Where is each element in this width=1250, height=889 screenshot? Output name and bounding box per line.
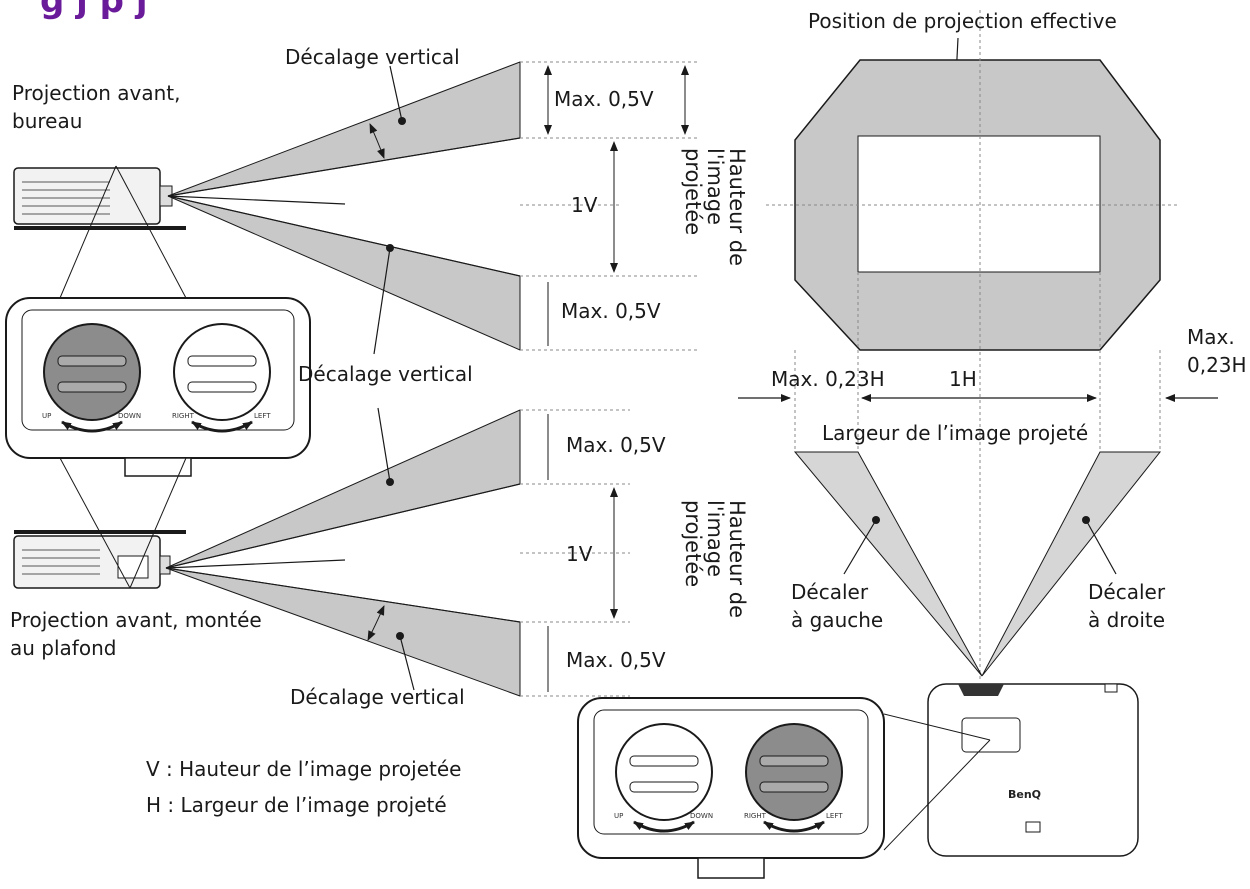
desk-projection-label-line1: Projection avant,	[12, 81, 180, 105]
svg-text:projetée: projetée	[681, 148, 705, 235]
horizontal-shift-knob-light[interactable]	[173, 323, 271, 421]
max-05v-label-2: Max. 0,5V	[561, 299, 661, 323]
image-width-label: Largeur de l’image projeté	[822, 421, 1088, 445]
vertical-shift-label-top: Décalage vertical	[285, 45, 460, 69]
image-frame-rect	[857, 135, 1101, 273]
legend-h: H : Largeur de l’image projeté	[146, 793, 447, 817]
desk-projection-group: Décalage vertical Projection avant, bure…	[12, 45, 749, 355]
desk-projector-icon	[13, 167, 186, 230]
svg-text:UP: UP	[42, 412, 51, 420]
svg-text:RIGHT: RIGHT	[172, 412, 195, 420]
shift-left-label-line2: à gauche	[791, 608, 883, 632]
ceiling-projector-icon	[13, 530, 186, 589]
max-05v-label-4: Max. 0,5V	[566, 648, 666, 672]
max-023h-left-label: Max. 0,23H	[771, 367, 885, 391]
upper-shift-beam	[167, 61, 521, 197]
max-05v-label-3: Max. 0,5V	[566, 433, 666, 457]
vertical-shift-label-bottom: Décalage vertical	[290, 685, 465, 709]
svg-text:Hauteur de: Hauteur de	[725, 500, 749, 618]
svg-text:DOWN: DOWN	[118, 412, 141, 420]
one-h-label: 1H	[949, 367, 977, 391]
vertical-shift-knob-dark[interactable]	[43, 323, 141, 421]
left-shift-beam	[793, 451, 983, 677]
svg-text:UP: UP	[614, 812, 623, 820]
image-height-label-bottom: Hauteur de l'image projetée	[681, 500, 749, 618]
shift-right-label-line2: à droite	[1088, 608, 1165, 632]
ceiling-projection-label-line2: au plafond	[10, 636, 116, 660]
svg-text:LEFT: LEFT	[826, 812, 843, 820]
horizontal-shift-knob-dark[interactable]	[745, 723, 843, 821]
shift-left-label-line1: Décaler	[791, 580, 869, 604]
shift-right-label-line1: Décaler	[1088, 580, 1166, 604]
svg-text:RIGHT: RIGHT	[744, 812, 767, 820]
max-023h-right-line1: Max.	[1187, 325, 1235, 349]
svg-text:DOWN: DOWN	[690, 812, 713, 820]
lens-shift-panel-bottom: UP DOWN RIGHT LEFT	[577, 697, 885, 879]
image-height-label-top: Hauteur de l'image projetée	[681, 148, 749, 266]
ceiling-projection-group: Max. 0,5V 1V Max. 0,5V Hauteur de l'imag…	[10, 407, 749, 709]
svg-text:l'image: l'image	[703, 148, 727, 225]
svg-text:LEFT: LEFT	[254, 412, 271, 420]
ceiling-projection-label-line1: Projection avant, montée	[10, 608, 262, 632]
svg-text:projetée: projetée	[681, 500, 705, 587]
brand-logo: BenQ	[1008, 788, 1041, 801]
svg-text:l'image: l'image	[703, 500, 727, 577]
max-023h-right-line2: 0,23H	[1187, 353, 1247, 377]
legend-v: V : Hauteur de l’image projetée	[146, 757, 461, 781]
svg-text:Hauteur de: Hauteur de	[725, 148, 749, 266]
effective-position-group: Position de projection effective Max. 0,…	[738, 9, 1247, 680]
vertical-shift-knob-light[interactable]	[615, 723, 713, 821]
lens-shift-panel-left: UP DOWN RIGHT LEFT	[5, 165, 311, 477]
max-05v-label-1: Max. 0,5V	[554, 87, 654, 111]
effective-position-label: Position de projection effective	[808, 9, 1117, 33]
top-view-projector-icon: BenQ	[883, 683, 1139, 857]
one-v-label-1: 1V	[571, 193, 598, 217]
section-heading: g j p j	[40, 0, 148, 21]
one-v-label-2: 1V	[566, 542, 593, 566]
right-shift-beam	[981, 451, 1162, 677]
desk-projection-label-line2: bureau	[12, 109, 82, 133]
vertical-shift-label-middle: Décalage vertical	[298, 362, 473, 386]
